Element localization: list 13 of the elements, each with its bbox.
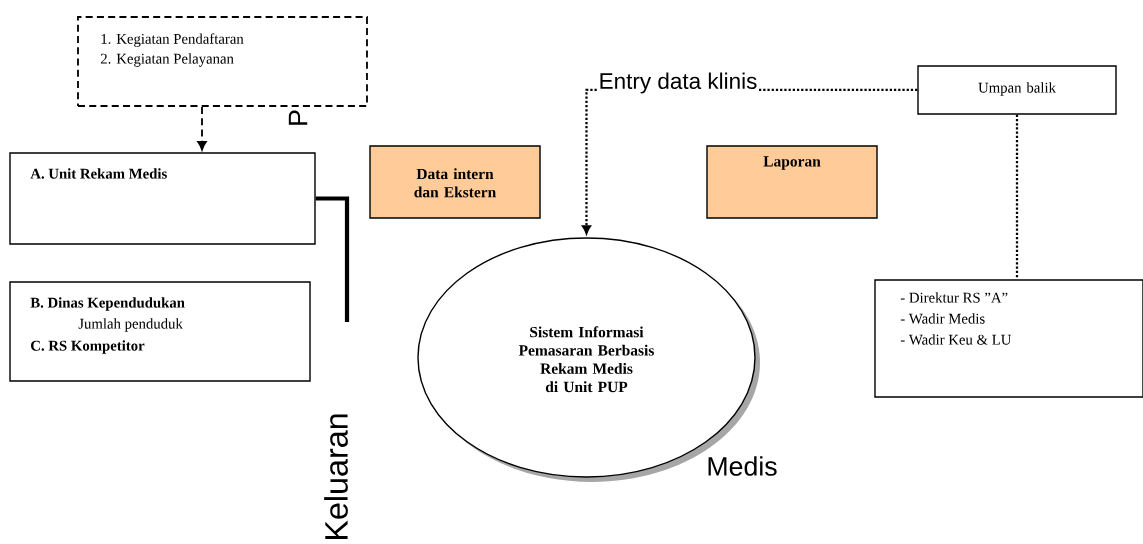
text-box: B. Dinas Kependudukan Jumlah penduduk C. RS Kompetitor bbox=[9, 281, 311, 382]
rotated-label: Keluaran bbox=[324, 414, 348, 540]
text-box: - Direktur RS ”A” - Wadir Medis - Wadir Keu & LU bbox=[874, 279, 1143, 398]
rotated-label: P bbox=[288, 110, 308, 125]
text-box: 1. Kegiatan Pendaftaran 2. Kegiatan Pelayanan bbox=[77, 16, 368, 107]
process-box: Laporan bbox=[706, 145, 878, 219]
text-box: A. Unit Rekam Medis bbox=[9, 152, 316, 245]
text-box: Umpan balik bbox=[917, 65, 1117, 115]
process-box: Data intern dan Ekstern bbox=[369, 145, 541, 219]
connector bbox=[315, 196, 350, 322]
connector bbox=[1015, 114, 1019, 280]
connector bbox=[197, 106, 207, 151]
edge-label: Entry data klinis bbox=[597, 71, 759, 95]
